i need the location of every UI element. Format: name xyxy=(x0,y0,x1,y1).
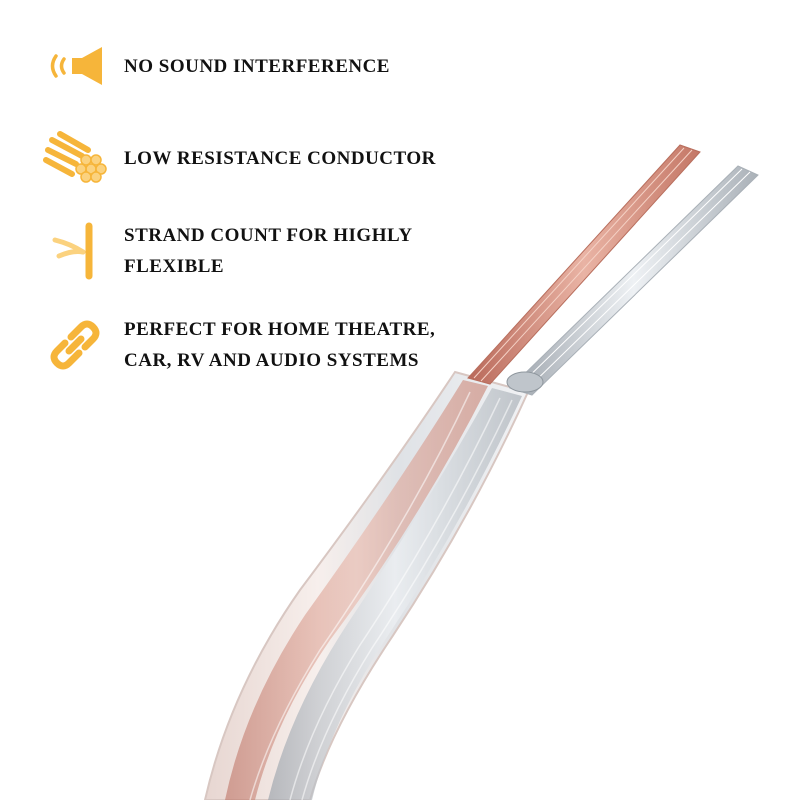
feature-no-sound-interference: NO SOUND INTERFERENCE xyxy=(40,36,390,96)
speaker-icon xyxy=(40,36,110,96)
feature-low-resistance: LOW RESISTANCE CONDUCTOR xyxy=(40,128,436,188)
silver-conductor-inner xyxy=(268,388,522,800)
silver-fray xyxy=(506,371,544,393)
silver-exposed-strands xyxy=(509,165,759,396)
copper-conductor-inner xyxy=(225,380,488,800)
wire-bundle-icon xyxy=(40,128,110,188)
silver-strand-lines xyxy=(515,168,751,393)
feature-label: NO SOUND INTERFERENCE xyxy=(124,55,390,77)
copper-strand-lines xyxy=(473,147,693,382)
strand-texture xyxy=(249,391,513,800)
feature-label: PERFECT FOR HOME THEATRE, CAR, RV AND AU… xyxy=(124,319,436,371)
feature-label: LOW RESISTANCE CONDUCTOR xyxy=(124,147,436,169)
flexible-strand-icon xyxy=(40,221,110,281)
feature-strand-count: STRAND COUNT FOR HIGHLY FLEXIBLE xyxy=(40,220,413,282)
chain-link-icon xyxy=(40,315,110,375)
feature-perfect-for-systems: PERFECT FOR HOME THEATRE, CAR, RV AND AU… xyxy=(40,314,435,376)
feature-label: STRAND COUNT FOR HIGHLY FLEXIBLE xyxy=(124,225,413,277)
